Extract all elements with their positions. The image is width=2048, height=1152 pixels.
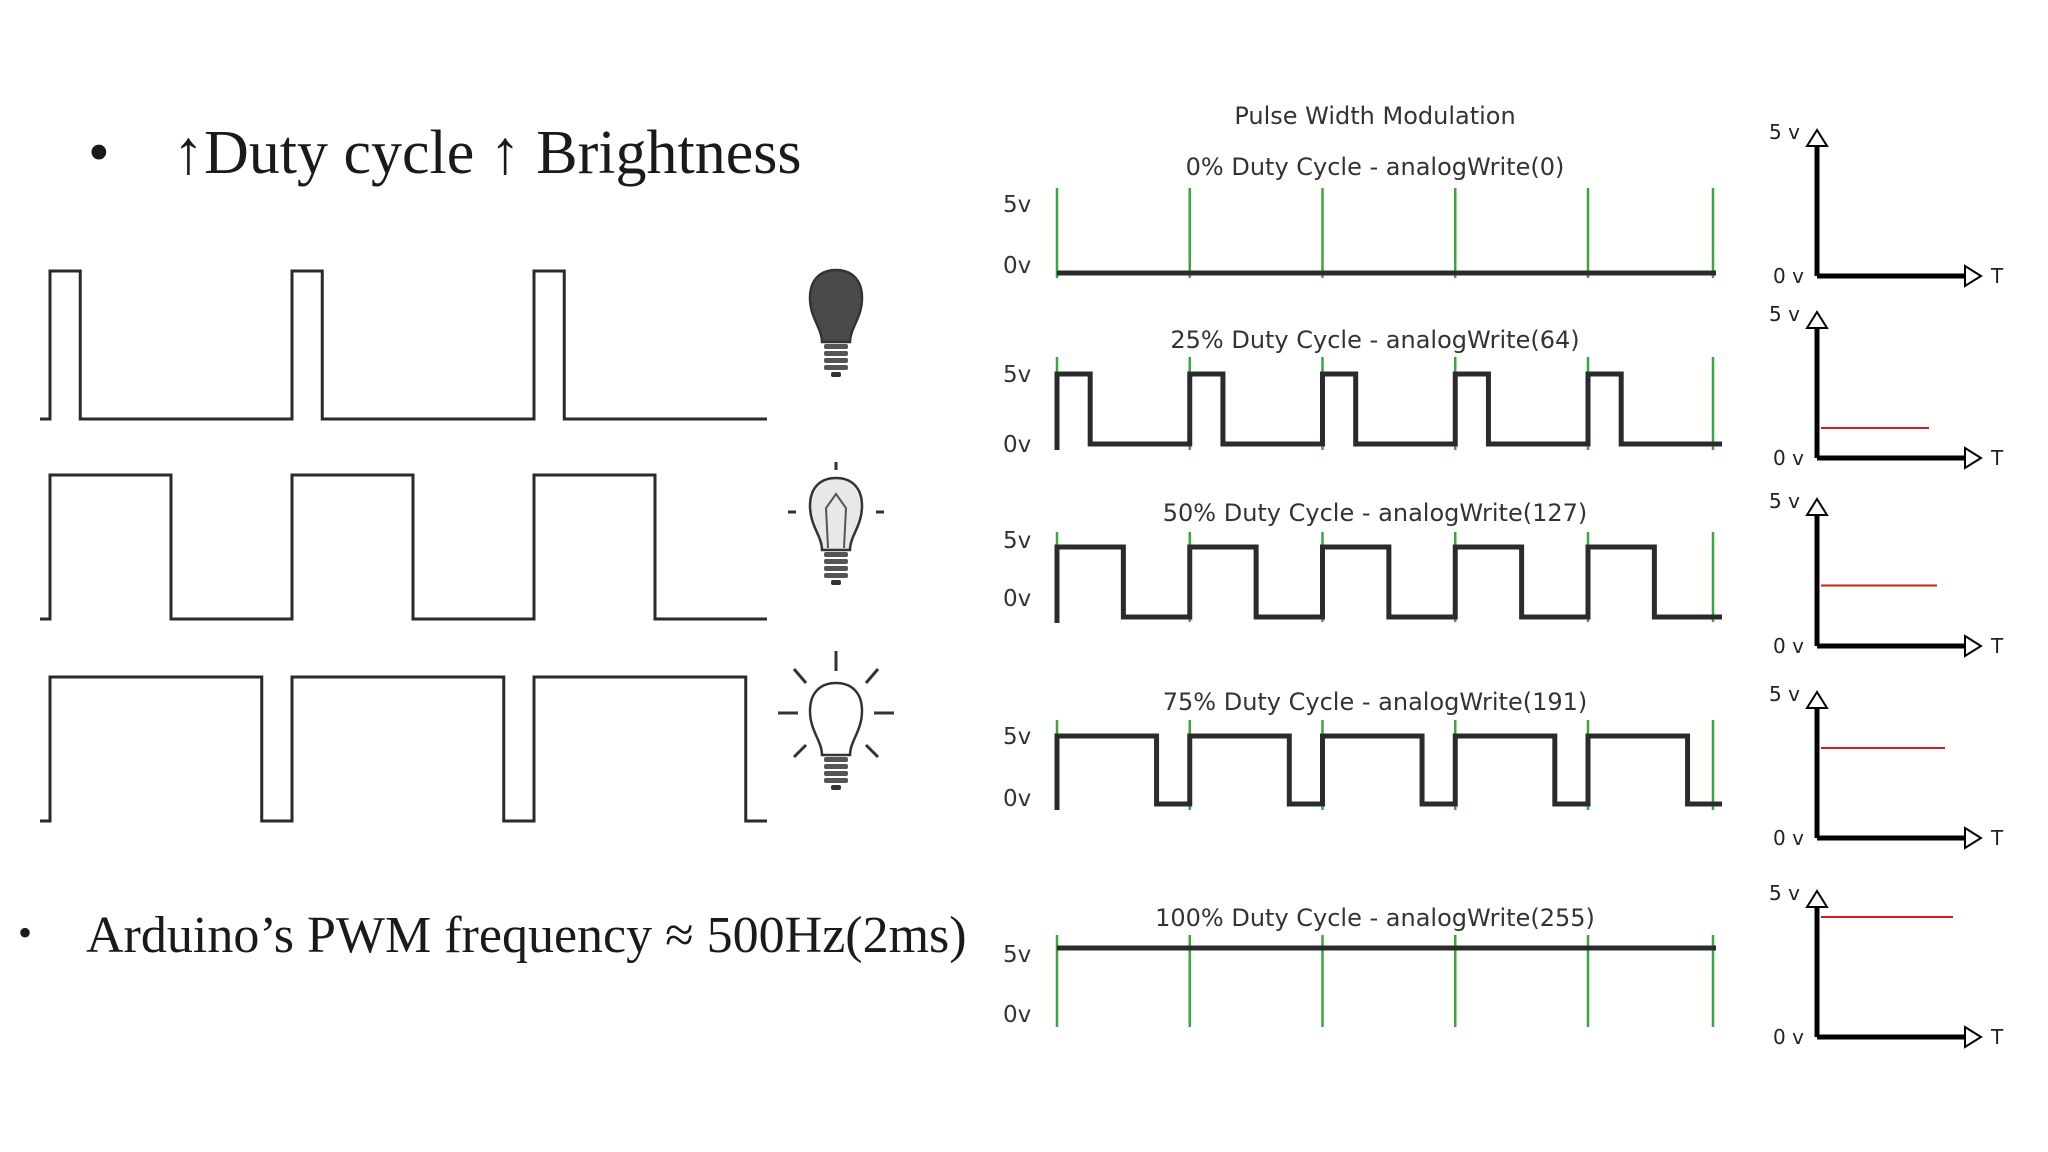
pwm-panel-5: 100% Duty Cycle - analogWrite(255) 5v 0v	[1003, 904, 1716, 1028]
bulb-glass	[808, 268, 864, 344]
average-plot-4: 5 v 0 v T	[1769, 682, 2004, 850]
bulb-base-ring	[824, 566, 848, 571]
low-voltage-label: 0v	[1003, 253, 1031, 279]
average-plot-2: 5 v 0 v T	[1769, 302, 2004, 470]
y-bottom-label: 0 v	[1773, 264, 1804, 288]
low-voltage-label: 0v	[1003, 786, 1031, 812]
bullet-dot: •	[88, 119, 110, 187]
average-plot-1: 5 v 0 v T	[1769, 120, 2004, 288]
pwm-panel-title: 50% Duty Cycle - analogWrite(127)	[1163, 499, 1588, 527]
y-top-label: 5 v	[1769, 489, 1800, 513]
bulb-dark-icon	[808, 268, 864, 377]
y-arrow-icon	[1805, 690, 1829, 709]
bulb-base-ring	[824, 771, 848, 776]
left-waveforms	[40, 269, 767, 823]
pwm-panel-3: 50% Duty Cycle - analogWrite(127) 5v 0v	[1003, 499, 1722, 623]
low-voltage-label: 0v	[1003, 1002, 1031, 1028]
y-top-label: 5 v	[1769, 881, 1800, 905]
high-voltage-label: 5v	[1003, 192, 1031, 218]
average-plot-3: 5 v 0 v T	[1769, 489, 2004, 658]
y-arrow-icon	[1805, 889, 1829, 908]
light-ray	[864, 668, 880, 684]
pwm-wave	[1054, 733, 1722, 810]
pwm-panel-title: 25% Duty Cycle - analogWrite(64)	[1170, 326, 1579, 354]
y-bottom-label: 0 v	[1773, 446, 1804, 470]
y-bottom-label: 0 v	[1773, 1025, 1804, 1049]
bullet-dot: •	[18, 910, 33, 955]
high-voltage-label: 5v	[1003, 362, 1031, 388]
high-voltage-label: 5v	[1003, 528, 1031, 554]
pwm-panel-title: 100% Duty Cycle - analogWrite(255)	[1155, 904, 1595, 932]
average-plot-5: 5 v 0 v T	[1769, 881, 2004, 1049]
left-waveform-1	[40, 269, 767, 421]
pwm-panel-4: 75% Duty Cycle - analogWrite(191) 5v 0v	[1003, 688, 1722, 812]
y-arrow-icon	[1805, 128, 1829, 147]
x-axis-label: T	[1990, 1025, 2004, 1049]
x-arrow-icon	[1964, 446, 1983, 470]
left-waveform-2	[40, 473, 767, 621]
pwm-panel-2: 25% Duty Cycle - analogWrite(64) 5v 0v	[1003, 326, 1722, 458]
pwm-panel-title: 75% Duty Cycle - analogWrite(191)	[1163, 688, 1588, 716]
x-axis-label: T	[1990, 264, 2004, 288]
bulb-base-ring	[824, 351, 848, 356]
bulb-base-ring	[824, 778, 848, 783]
left-waveform-3	[40, 675, 767, 823]
bulb-icons	[778, 268, 894, 790]
y-arrow-icon	[1805, 310, 1829, 329]
y-top-label: 5 v	[1769, 120, 1800, 144]
low-voltage-label: 0v	[1003, 432, 1031, 458]
x-arrow-icon	[1964, 1025, 1983, 1049]
bullet-text: Arduino’s PWM frequency ≈ 500Hz(2ms)	[86, 907, 967, 964]
light-ray	[864, 743, 880, 759]
bulb-base-ring	[824, 358, 848, 363]
bulb-base-ring	[824, 559, 848, 564]
x-axis-label: T	[1990, 634, 2004, 658]
bulb-tip	[831, 580, 841, 585]
y-top-label: 5 v	[1769, 302, 1800, 326]
pwm-wave	[1054, 371, 1722, 450]
y-bottom-label: 0 v	[1773, 826, 1804, 850]
pwm-wave	[1054, 544, 1722, 623]
bulb-base-ring	[824, 365, 848, 370]
average-voltage-plots: 5 v 0 v T 5 v 0 v T 5 v 0 v T 5 v 0 v T 5 v 0 v T	[1769, 120, 2004, 1049]
high-voltage-label: 5v	[1003, 942, 1031, 968]
pwm-panel-1: 0% Duty Cycle - analogWrite(0) 5v 0v	[1003, 153, 1716, 279]
bulb-glass	[808, 681, 864, 757]
bulb-bright-icon	[778, 651, 894, 790]
bulb-filament	[824, 492, 848, 549]
y-arrow-icon	[1805, 497, 1829, 516]
bullet-text: ↑Duty cycle ↑ Brightness	[173, 119, 802, 187]
pwm-panel-title: 0% Duty Cycle - analogWrite(0)	[1186, 153, 1565, 181]
bulb-base-ring	[824, 344, 848, 349]
high-voltage-label: 5v	[1003, 724, 1031, 750]
bulb-dim-icon	[788, 462, 884, 585]
x-arrow-icon	[1964, 264, 1983, 288]
x-axis-label: T	[1990, 446, 2004, 470]
x-arrow-icon	[1964, 826, 1983, 850]
x-arrow-icon	[1964, 634, 1983, 658]
bulb-base-ring	[824, 764, 848, 769]
bullet-duty-brightness: • ↑Duty cycle ↑ Brightness	[88, 118, 802, 189]
pwm-title: Pulse Width Modulation	[1234, 102, 1515, 130]
light-ray	[792, 668, 808, 684]
bulb-glass	[808, 476, 864, 552]
bulb-base-ring	[824, 573, 848, 578]
bulb-base-ring	[824, 552, 848, 557]
y-bottom-label: 0 v	[1773, 634, 1804, 658]
bullet-pwm-frequency: • Arduino’s PWM frequency ≈ 500Hz(2ms)	[18, 906, 967, 965]
x-axis-label: T	[1990, 826, 2004, 850]
light-ray	[792, 743, 808, 759]
bulb-tip	[831, 785, 841, 790]
low-voltage-label: 0v	[1003, 586, 1031, 612]
bulb-base-ring	[824, 757, 848, 762]
bulb-tip	[831, 372, 841, 377]
y-top-label: 5 v	[1769, 682, 1800, 706]
